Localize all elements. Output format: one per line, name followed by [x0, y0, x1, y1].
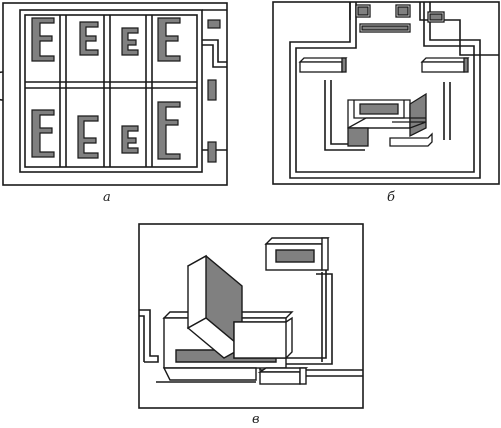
caption-c: в	[252, 412, 260, 427]
plan-diagram-b	[272, 1, 500, 185]
outer-frame	[272, 1, 500, 185]
panel-a: а	[0, 0, 232, 205]
annex-block	[389, 132, 433, 147]
outer-frame	[2, 2, 228, 186]
plan-diagram-c	[138, 223, 364, 409]
caption-b: б	[387, 190, 395, 205]
top-block-roof	[264, 237, 330, 245]
plan-diagram-a	[0, 2, 228, 186]
panel-c: в	[136, 222, 366, 427]
room-e3	[121, 27, 139, 56]
room-e1	[31, 17, 55, 62]
caption-a: а	[103, 190, 111, 205]
tower-front	[187, 254, 207, 330]
block-right-3	[207, 141, 217, 163]
room-e8	[157, 101, 181, 160]
block-right-2	[207, 79, 217, 101]
room-e7	[121, 125, 139, 154]
block-right-1	[207, 19, 221, 29]
annex-block	[259, 371, 301, 385]
room-e2	[79, 21, 99, 56]
room-e6	[77, 115, 99, 159]
corridor-inner	[24, 14, 198, 168]
corridor-outer	[19, 9, 203, 173]
room-e5	[31, 109, 55, 158]
room-e4	[157, 17, 181, 62]
panel-b: б	[270, 0, 501, 205]
